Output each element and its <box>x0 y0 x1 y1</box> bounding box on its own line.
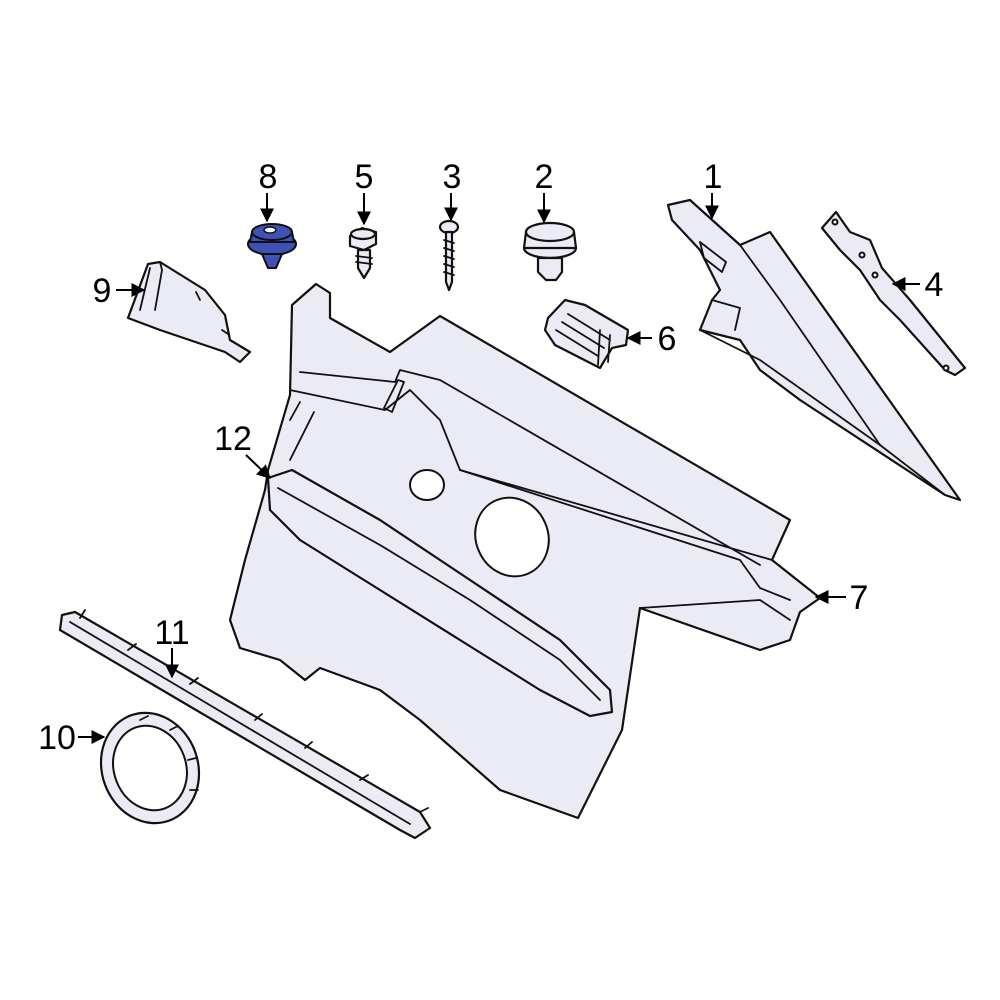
callout-4: 4 <box>925 266 944 304</box>
callout-11: 11 <box>154 614 189 652</box>
callout-1: 1 <box>704 158 723 196</box>
push-clip[interactable] <box>522 221 578 282</box>
sill-trim-strip[interactable] <box>58 609 432 840</box>
callout-12: 12 <box>214 420 252 458</box>
vent-grille[interactable] <box>543 298 630 370</box>
hex-bolt[interactable] <box>348 226 378 280</box>
callout-3: 3 <box>443 158 462 196</box>
callout-10: 10 <box>38 719 76 757</box>
callout-6: 6 <box>658 320 677 358</box>
trim-fastener-highlighted[interactable] <box>247 223 297 269</box>
door-trim-panel[interactable] <box>228 282 822 820</box>
tapping-screw[interactable] <box>438 219 460 292</box>
callout-labels: 1 2 3 4 5 6 7 8 9 10 11 12 <box>38 158 943 757</box>
callout-5: 5 <box>355 158 374 196</box>
leader-12 <box>245 454 272 479</box>
mounting-bracket[interactable] <box>820 210 967 377</box>
callout-8: 8 <box>259 158 278 196</box>
corner-trim[interactable] <box>126 260 252 364</box>
armrest-pad[interactable] <box>266 468 614 718</box>
callout-9: 9 <box>93 272 112 310</box>
callout-2: 2 <box>535 158 554 196</box>
speaker-grille[interactable] <box>86 699 215 837</box>
pillar-trim[interactable] <box>666 198 962 502</box>
callout-7: 7 <box>850 579 869 617</box>
leader-lines <box>78 193 920 744</box>
